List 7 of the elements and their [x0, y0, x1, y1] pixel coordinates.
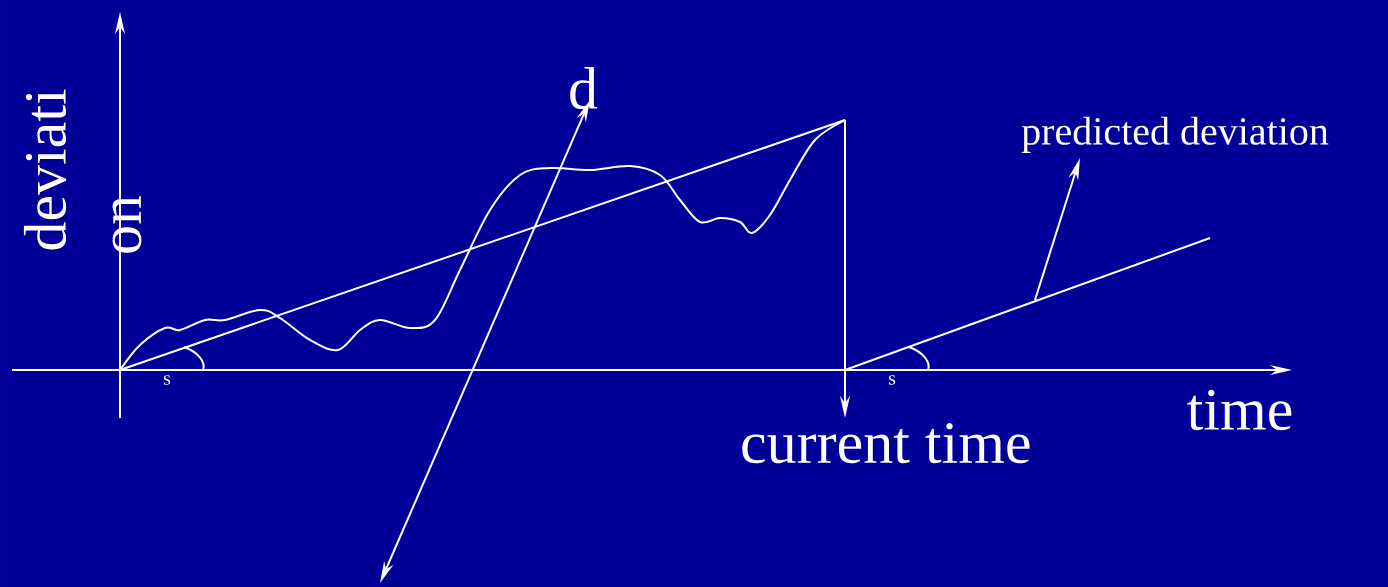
angle-label: s	[888, 375, 896, 385]
axis-label: time	[1187, 389, 1292, 431]
angle-label: s	[163, 375, 171, 385]
letter-label: d	[570, 66, 598, 110]
callout-text: predicted deviation	[1021, 116, 1329, 153]
axis-label: current time	[742, 423, 1030, 464]
axis-label: deviati	[23, 89, 67, 250]
